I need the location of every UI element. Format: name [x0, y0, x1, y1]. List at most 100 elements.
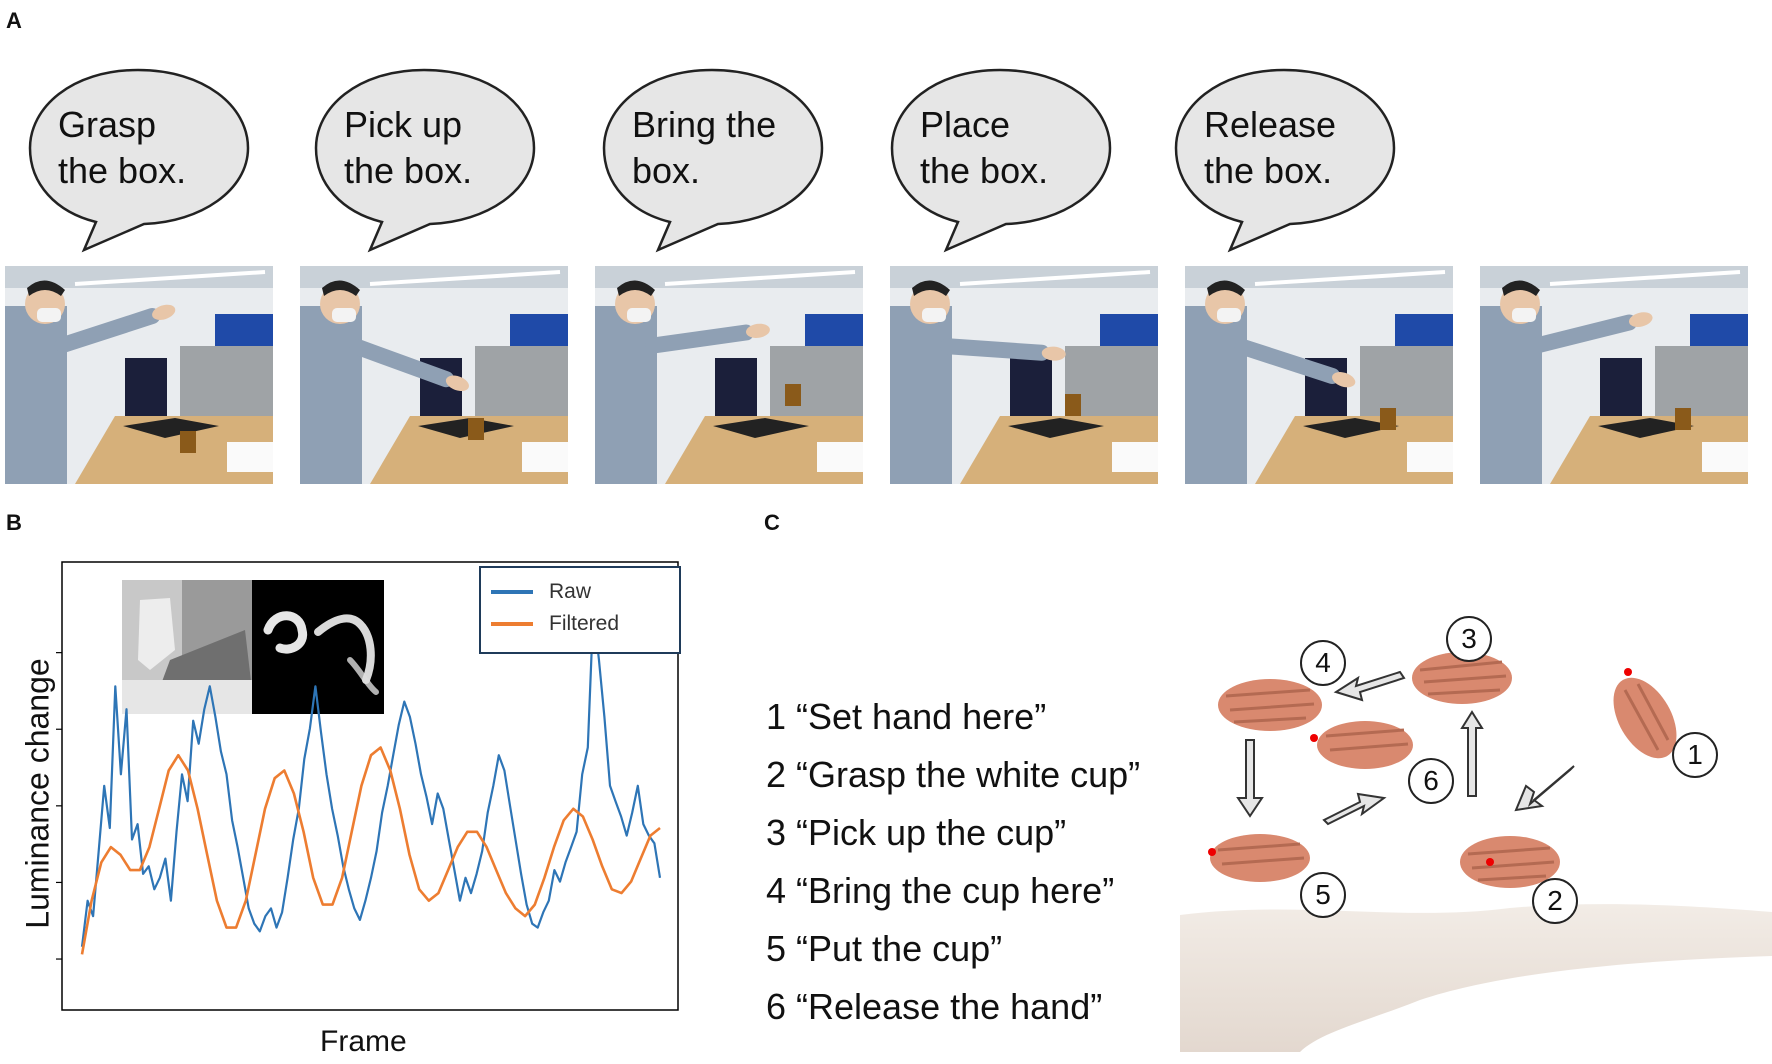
- speech-bubble-shape: [602, 68, 824, 253]
- monitor: [1600, 358, 1642, 420]
- person-hair: [27, 280, 65, 296]
- hand-pose-diagram: 1 2 3 4 5 6: [1180, 600, 1772, 1064]
- ceiling-light: [664, 270, 856, 286]
- person-arm: [1529, 312, 1653, 354]
- hand-pose-6: [1310, 721, 1413, 769]
- monitor: [1010, 358, 1052, 420]
- person-arm: [349, 339, 469, 392]
- person-hair: [1502, 280, 1540, 296]
- series-line-raw: [80, 608, 662, 947]
- speech-bubble-3: Bring the box.: [600, 66, 830, 256]
- box-object: [1065, 394, 1081, 416]
- legend-item-filtered: Filtered: [491, 612, 619, 636]
- desk: [1255, 416, 1453, 484]
- photo-frame-2: [300, 266, 568, 484]
- legend-item-raw: Raw: [491, 580, 591, 604]
- speech-bubble-text: Pick up the box.: [344, 104, 473, 191]
- hand-pose-1: [1613, 668, 1677, 759]
- hand-pose-5: [1208, 834, 1310, 882]
- marker-paper: [1112, 442, 1158, 472]
- desk: [960, 416, 1158, 484]
- person-mask: [1217, 308, 1241, 322]
- person-hair: [322, 280, 360, 296]
- box-object: [1675, 408, 1691, 430]
- photo-frame-6: [1480, 266, 1748, 484]
- tablet: [1008, 418, 1104, 438]
- ceiling: [1480, 266, 1748, 288]
- instruction-list: 1 “Set hand here” 2 “Grasp the white cup…: [766, 688, 1140, 1036]
- photo-frame-3: [595, 266, 863, 484]
- hand-pose-canvas: [1180, 652, 1772, 1052]
- arrow-1-to-2: [1514, 765, 1575, 812]
- series-line-filtered: [80, 746, 661, 955]
- person-arm: [644, 323, 770, 354]
- speech-bubble-4: Place the box.: [888, 66, 1118, 256]
- hand-pose-2: [1460, 836, 1560, 888]
- person-body: [1185, 306, 1247, 484]
- hand-label-6: 6: [1408, 758, 1454, 804]
- y-axis-label: Luminance change: [19, 658, 56, 929]
- transition-arrows: [1236, 670, 1575, 826]
- marker-paper: [1702, 442, 1748, 472]
- ceiling-light: [74, 270, 266, 286]
- legend-label-filtered: Filtered: [549, 612, 620, 635]
- inset-images: [122, 580, 384, 714]
- speech-bubble-text: Place the box.: [920, 104, 1049, 191]
- tablet: [123, 418, 219, 438]
- person-arm: [1234, 338, 1356, 388]
- speech-bubble-5: Release the box.: [1172, 66, 1402, 256]
- tablet: [1598, 418, 1694, 438]
- arrow-5-to-6: [1322, 792, 1387, 826]
- ceiling: [5, 266, 273, 288]
- chart-legend: Raw Filtered: [479, 566, 681, 654]
- marker-paper: [227, 442, 273, 472]
- box-object: [785, 384, 801, 406]
- hand-label-2: 2: [1532, 878, 1578, 924]
- ceiling: [595, 266, 863, 288]
- speech-bubble-text: Release the box.: [1204, 104, 1337, 191]
- person-mask: [37, 308, 61, 322]
- photo-frame-1: [5, 266, 273, 484]
- person-mask: [332, 308, 356, 322]
- instruction-step-3: 3 “Pick up the cup”: [766, 812, 1067, 853]
- box-object: [180, 431, 196, 453]
- ceiling-light: [1549, 270, 1741, 286]
- panel-label-c: C: [764, 510, 780, 535]
- person-body: [595, 306, 657, 484]
- monitor: [715, 358, 757, 420]
- person-arm: [54, 304, 176, 354]
- person-mask: [1512, 308, 1536, 322]
- person-body: [1480, 306, 1542, 484]
- box-object: [1380, 408, 1396, 430]
- arrow-3-to-4: [1333, 670, 1406, 702]
- speech-bubble-text: Bring the box.: [632, 104, 777, 191]
- person-arm: [939, 338, 1066, 361]
- monitor: [125, 358, 167, 420]
- instruction-step-6: 6 “Release the hand”: [766, 986, 1103, 1027]
- instruction-step-5: 5 “Put the cup”: [766, 928, 1003, 969]
- person-body: [890, 306, 952, 484]
- desk: [1550, 416, 1748, 484]
- legend-swatch-raw: [491, 590, 533, 594]
- desk: [665, 416, 863, 484]
- x-axis-label: Frame: [320, 1025, 407, 1058]
- table-surface: [1180, 904, 1772, 1052]
- arrow-2-to-3: [1460, 710, 1484, 797]
- ceiling-light: [959, 270, 1151, 286]
- panel-label-b: B: [6, 510, 22, 535]
- hand-label-1: 1: [1672, 732, 1718, 778]
- hand-label-5: 5: [1300, 872, 1346, 918]
- speech-bubble-shape: [28, 68, 250, 253]
- luminance-chart: Luminance change Frame Raw Filtered: [0, 540, 700, 1064]
- marker-paper: [522, 442, 568, 472]
- ceiling: [300, 266, 568, 288]
- photo-frame-5: [1185, 266, 1453, 484]
- legend-label-raw: Raw: [549, 580, 592, 603]
- person-body: [5, 306, 67, 484]
- person-mask: [627, 308, 651, 322]
- panel-label-a: A: [6, 8, 22, 33]
- desk: [370, 416, 568, 484]
- marker-paper: [817, 442, 863, 472]
- ceiling: [890, 266, 1158, 288]
- instruction-step-4: 4 “Bring the cup here”: [766, 870, 1115, 911]
